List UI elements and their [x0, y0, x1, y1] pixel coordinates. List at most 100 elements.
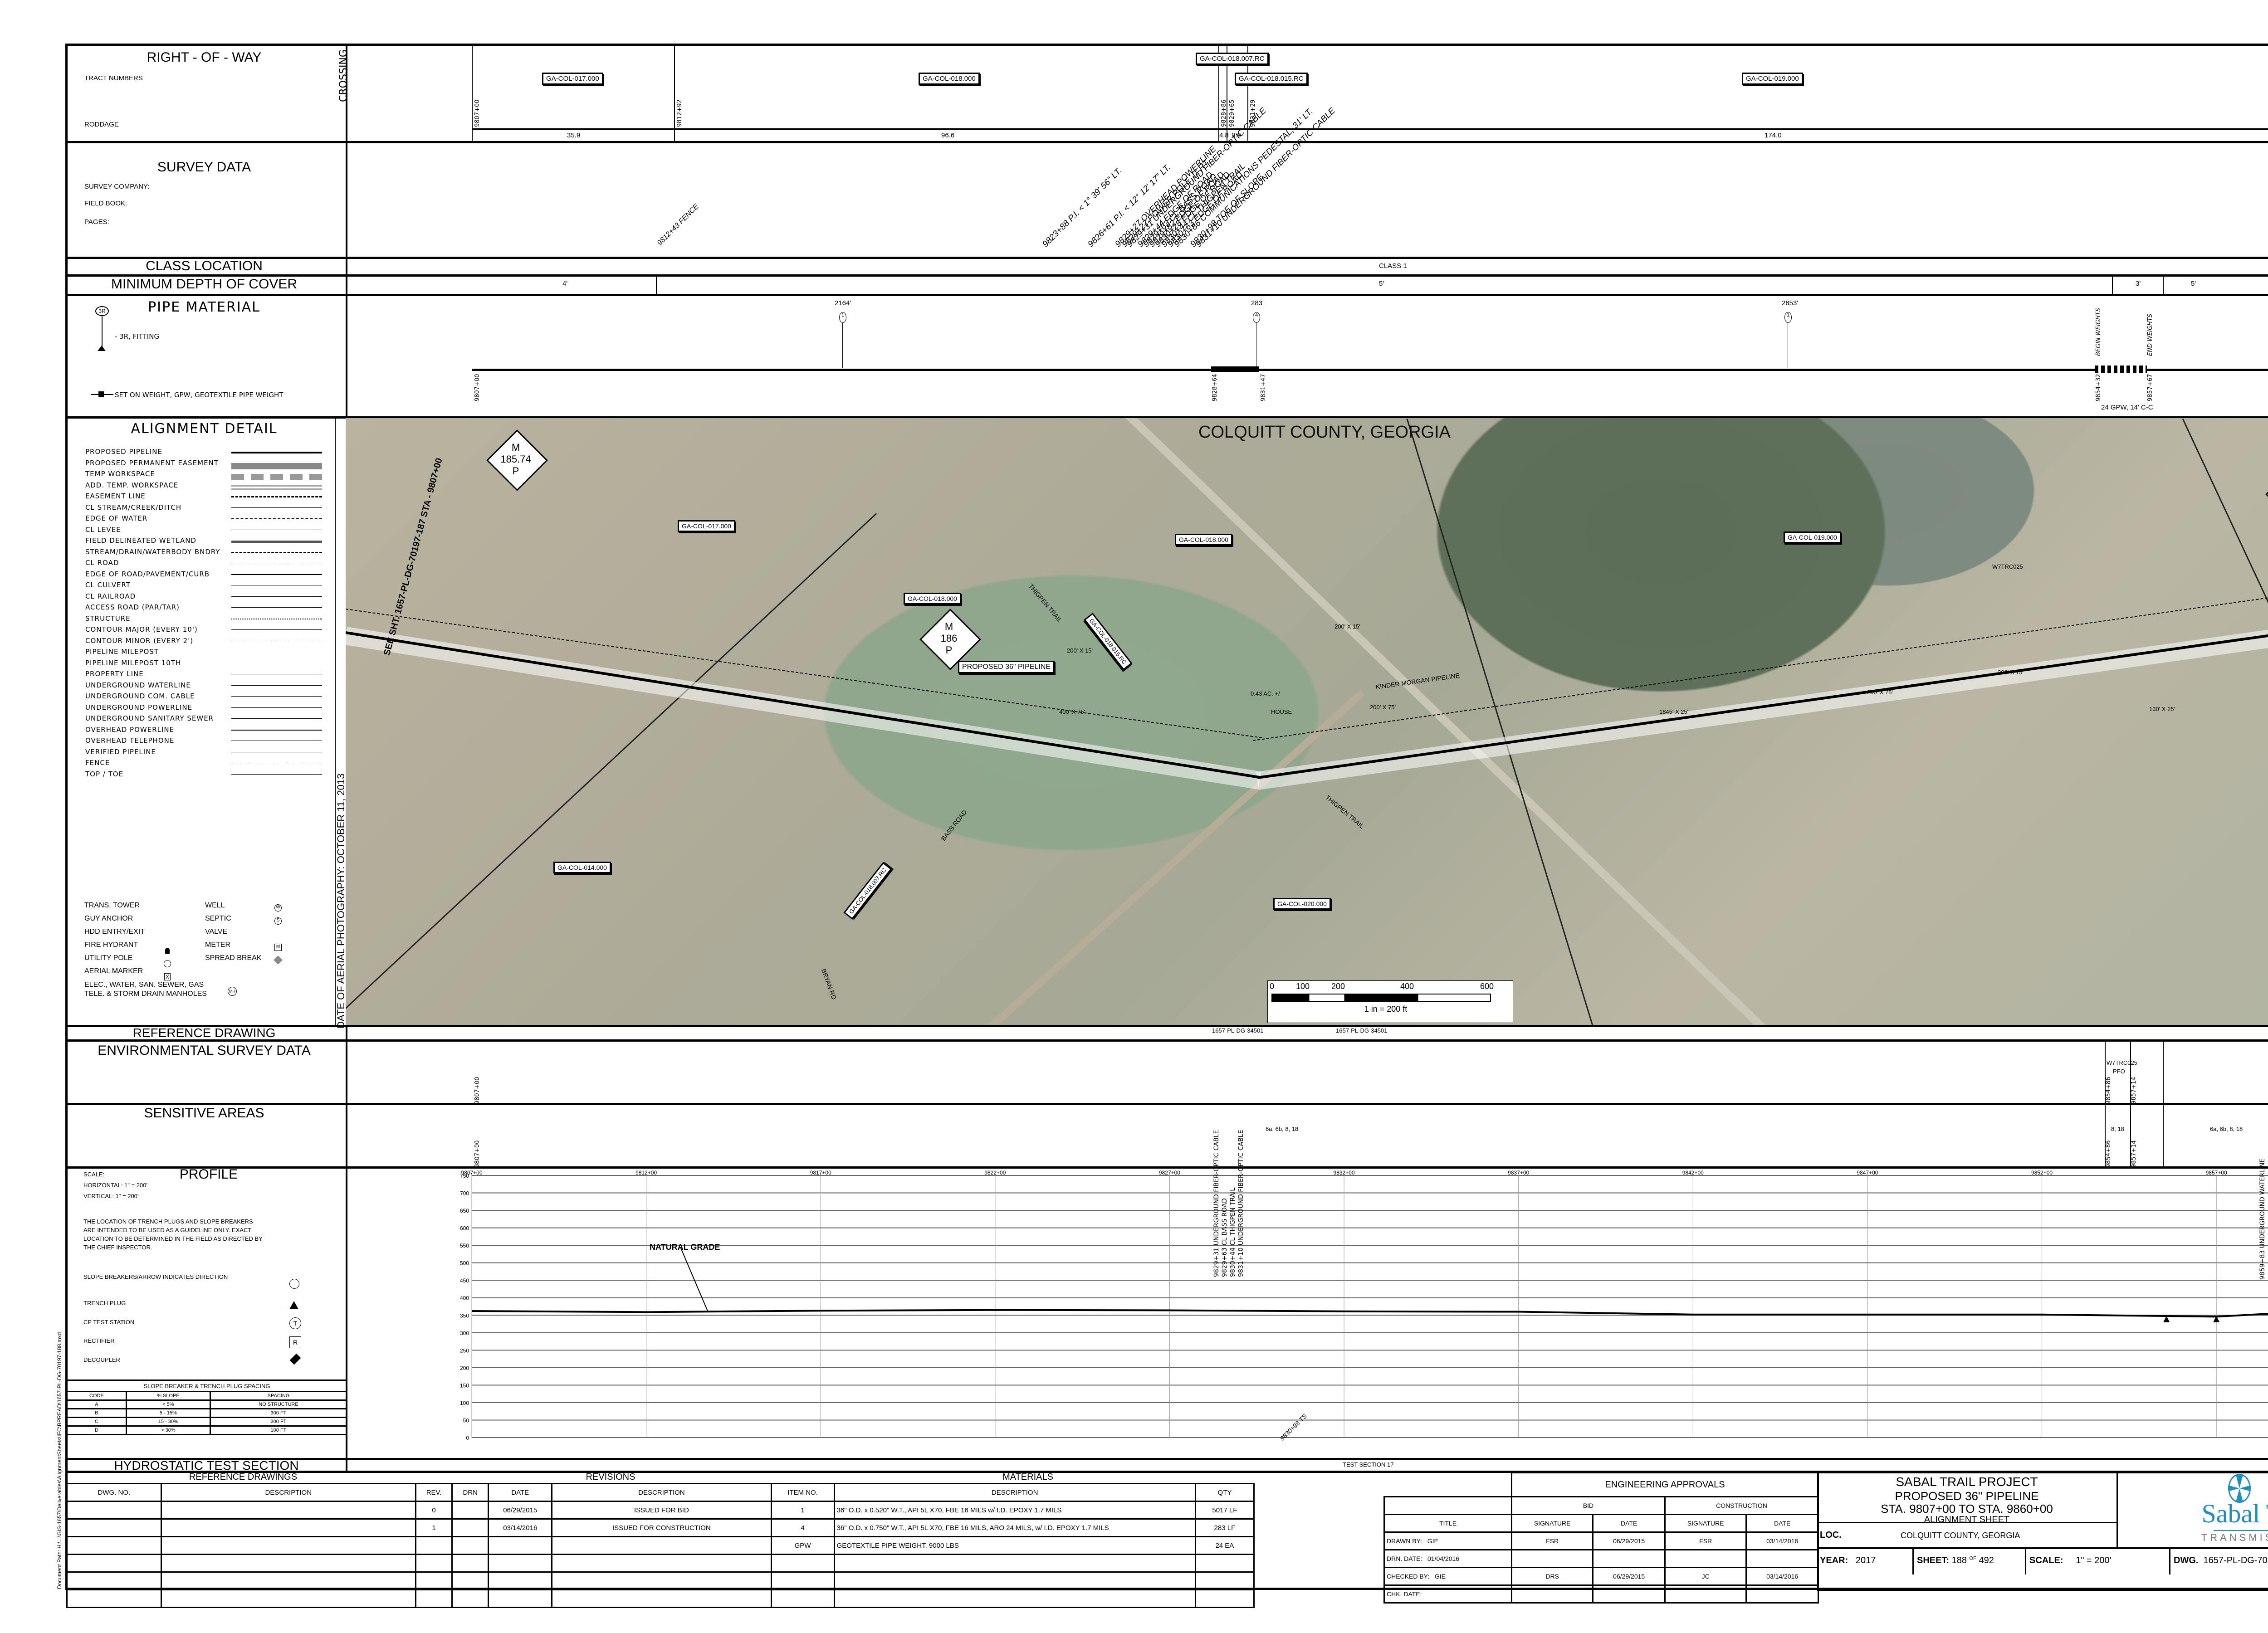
symbol-well: WELL — [205, 902, 225, 909]
env-station: 9854+86 — [2105, 1077, 2112, 1104]
empty-cell — [833, 1589, 1196, 1608]
tract-tag[interactable]: GA-COL-018.015.RC — [1235, 73, 1308, 85]
reference-drawing-title: REFERENCE DRAWING — [132, 1026, 276, 1040]
empty-cell — [770, 1554, 835, 1573]
legend-item: PROPOSED PIPELINE — [85, 448, 162, 456]
legend-symbol-icon — [231, 463, 322, 469]
scale-tick: 200 — [1331, 982, 1345, 991]
tract-boundary — [472, 44, 473, 141]
cell-divider — [2169, 1549, 2170, 1575]
document-path: Document Path: H:\...\GIS-1657\Deliverab… — [56, 1332, 63, 1589]
cell-divider — [2025, 1549, 2026, 1575]
map-tract-label[interactable]: GA-COL-018.000 — [1175, 534, 1232, 546]
pipe-callout-length: 2164' — [835, 299, 851, 307]
map-tract-label[interactable]: GA-COL-017.000 — [678, 520, 735, 532]
rectifier-label: RECTIFIER — [83, 1337, 115, 1344]
legend-symbol-icon — [231, 485, 322, 490]
depth-value: 5' — [2191, 280, 2196, 288]
legend-item: CL LEVEE — [85, 525, 121, 534]
legend-symbol-icon — [231, 452, 322, 453]
empty-cell — [451, 1589, 489, 1608]
map-tract-label[interactable]: GA-COL-014.000 — [553, 862, 611, 873]
scale-bar: 0 100 200 400 600 1 in = 200 ft — [1267, 980, 1513, 1023]
profile-vertical: VERTICAL: 1" = 200' — [83, 1193, 139, 1199]
tract-tag[interactable]: GA-COL-018.007.RC — [1196, 53, 1269, 65]
empty-cell — [1194, 1554, 1255, 1573]
reference-drawing-value[interactable]: 1657-PL-DG-34501 — [1212, 1027, 1264, 1034]
x-tick: 9847+00 — [1857, 1170, 1878, 1176]
profile-scale-label: SCALE: — [83, 1171, 105, 1178]
tract-tag[interactable]: GA-COL-018.000 — [919, 73, 980, 85]
mat-desc-cell: GEOTEXTILE PIPE WEIGHT, 9000 LBS — [833, 1536, 1196, 1555]
row-title: RIGHT - OF - WAY — [147, 50, 262, 65]
title-cell: CHECKED BY: GIE — [1383, 1567, 1512, 1586]
map-tract-label[interactable]: GA-COL-020.000 — [1273, 898, 1331, 910]
road-tract-label[interactable]: GA-COL-018.007.RC — [843, 862, 892, 920]
empty-cell — [1592, 1549, 1666, 1568]
scale-value: 1" = 200' — [2076, 1555, 2112, 1565]
dwg-label: DWG. — [2174, 1555, 2199, 1565]
depth-divider — [656, 275, 657, 294]
pipeline-callout[interactable]: PROPOSED 36" PIPELINE — [958, 661, 1055, 673]
roddage-label: RODDAGE — [84, 121, 119, 128]
tract-tag[interactable]: GA-COL-017.000 — [542, 73, 603, 85]
fire-hydrant-icon — [165, 948, 170, 954]
legend-symbol-icon — [231, 718, 322, 719]
scale-text: 1 in = 200 ft — [1364, 1004, 1408, 1014]
empty-cell — [160, 1571, 416, 1590]
hydrostatic-value: TEST SECTION 17 — [1343, 1461, 1394, 1468]
empty-cell — [1592, 1584, 1666, 1604]
mat-desc-header: DESCRIPTION — [833, 1483, 1196, 1502]
empty-cell — [160, 1501, 416, 1520]
spacing-header: CODE — [66, 1391, 127, 1401]
legend-item: OVERHEAD TELEPHONE — [85, 736, 175, 745]
workspace-label: 130' X 25' — [2149, 706, 2175, 712]
materials-title: MATERIALS — [1002, 1472, 1053, 1482]
scale-tick: 100 — [1296, 982, 1310, 991]
manhole-icon: MH — [228, 987, 237, 996]
map-tract-label[interactable]: GA-COL-018.000 — [904, 593, 961, 604]
slope-breaker-label: SLOPE BREAKERS/ARROW INDICATES DIRECTION — [83, 1273, 228, 1280]
y-tick: 0 — [466, 1435, 469, 1441]
rev-desc-cell: ISSUED FOR CONSTRUCTION — [551, 1518, 772, 1537]
depth-divider — [2163, 275, 2164, 294]
sensitive-areas-title: SENSITIVE AREAS — [144, 1106, 264, 1121]
reference-drawing-value[interactable]: 1657-PL-DG-34501 — [1336, 1027, 1388, 1034]
profile-chart[interactable]: 0050501001001501502002002502503003003503… — [454, 1170, 2268, 1460]
legend-symbol-icon — [231, 474, 322, 480]
tract-boundary — [674, 44, 675, 141]
property-line — [1406, 419, 1593, 1025]
sheet-label: SHEET: — [1917, 1555, 1950, 1565]
title-block — [1817, 1472, 2268, 1591]
legend-item: STREAM/DRAIN/WATERBODY BNDRY — [85, 547, 220, 556]
legend-item: UNDERGROUND SANITARY SEWER — [85, 714, 214, 722]
drn-cell — [451, 1518, 489, 1537]
profile-horizontal: HORIZONTAL: 1" = 200' — [83, 1182, 147, 1189]
road-tract-label[interactable]: GA-COL-018.015.RC — [1084, 613, 1133, 670]
milepost-marker[interactable] — [2265, 463, 2268, 525]
legend-item: ADD. TEMP. WORKSPACE — [85, 481, 179, 489]
fitting-tag-icon: 3R — [95, 306, 109, 316]
legend-symbol-icon — [231, 574, 322, 575]
legend-symbol-icon — [231, 685, 322, 686]
legend-item: UNDERGROUND POWERLINE — [85, 703, 193, 712]
pipe-callout-length: 283' — [1251, 299, 1264, 307]
rule-row — [65, 416, 2268, 419]
decoupler-label: DECOUPLER — [83, 1356, 120, 1363]
roddage-value: 4.8 — [1219, 132, 1229, 139]
qty-cell: 5017 LF — [1194, 1501, 1255, 1520]
natural-grade-line — [471, 1309, 2268, 1318]
y-tick: 200 — [460, 1365, 469, 1371]
legend-item: CONTOUR MINOR (EVERY 2') — [85, 636, 194, 645]
spacing-cell: < 5% — [125, 1399, 211, 1409]
legend-item: EDGE OF ROAD/PAVEMENT/CURB — [85, 570, 210, 578]
empty-cell — [1194, 1571, 1255, 1590]
map-tract-label[interactable]: GA-COL-019.000 — [1784, 531, 1841, 543]
empty-cell — [1383, 1496, 1512, 1515]
tract-tag[interactable]: GA-COL-019.000 — [1742, 73, 1803, 85]
weight-legend: SET ON WEIGHT, GPW, GEOTEXTILE PIPE WEIG… — [115, 391, 284, 399]
rule-row — [65, 1458, 2268, 1460]
title-header: TITLE — [1383, 1514, 1512, 1533]
empty-cell — [66, 1554, 162, 1573]
